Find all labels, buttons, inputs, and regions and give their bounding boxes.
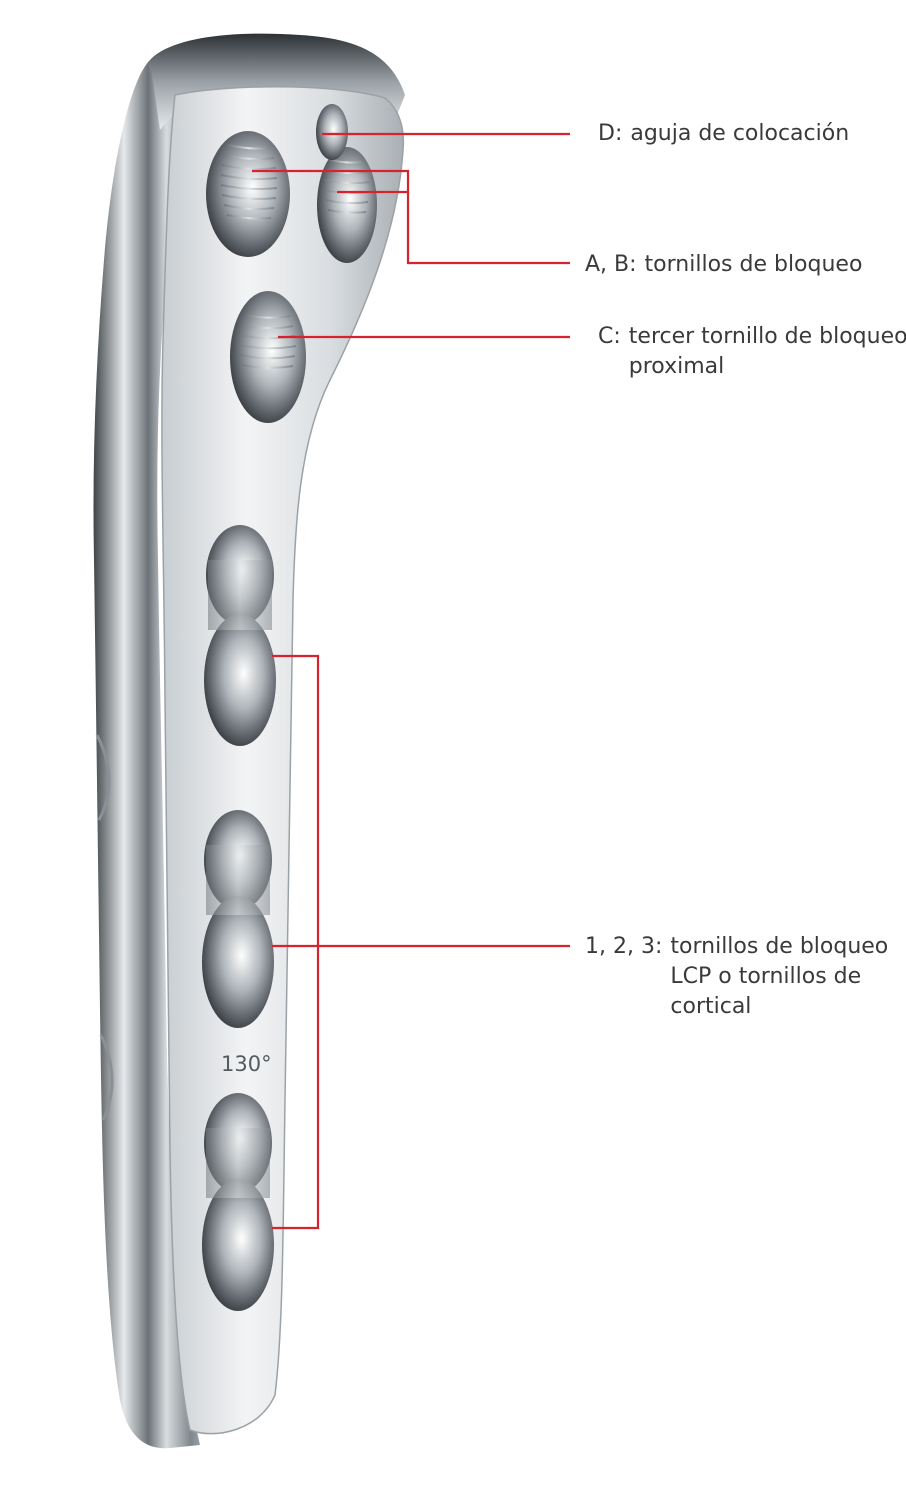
callout-ab-text: tornillos de bloqueo [645,250,863,280]
callout-123-line-2: LCP o tornillos de [670,962,888,992]
callout-c-line-1: tercer tornillo de bloqueo [629,322,906,352]
callout-d-prefix: D: [598,119,622,149]
plate-engraving: 130° [221,1052,272,1076]
hole-d [316,104,348,160]
hole-a [206,131,290,257]
callout-ab-prefix: A, B: [585,250,637,280]
hole-1 [204,525,276,746]
callout-d-text: aguja de colocación [630,119,849,149]
callout-123: 1, 2, 3: tornillos de bloqueo LCP o torn… [585,932,888,1022]
callout-d: D: aguja de colocación [598,119,849,149]
callout-c-prefix: C: [598,322,621,382]
hole-2 [202,810,274,1028]
hole-3 [202,1093,274,1311]
callout-123-line-1: tornillos de bloqueo [670,932,888,962]
callout-c-line-2: proximal [629,352,906,382]
hole-b [317,147,377,263]
callout-123-line-3: cortical [670,992,888,1022]
callout-123-prefix: 1, 2, 3: [585,932,662,1022]
callout-c: C: tercer tornillo de bloqueo proximal [598,322,906,382]
callout-ab: A, B: tornillos de bloqueo [585,250,862,280]
plate-face [162,87,404,1434]
